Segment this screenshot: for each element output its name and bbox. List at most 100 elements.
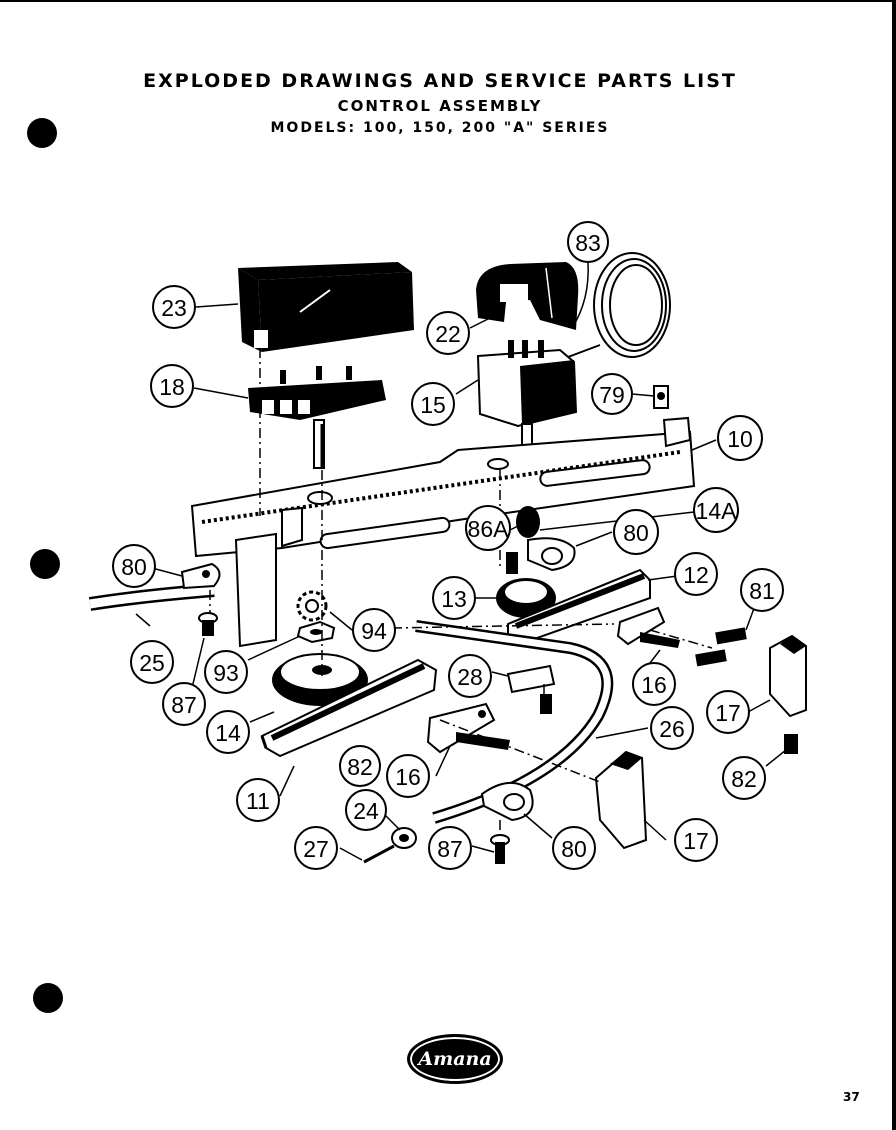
page-edge-right [892, 0, 896, 1130]
callout-label: 82 [731, 766, 757, 792]
part-clamp-80-left [180, 562, 221, 590]
models-line: MODELS: 100, 150, 200 "A" SERIES [270, 120, 610, 136]
callout-11: 11 [236, 778, 280, 822]
amana-logo: Amana [407, 1034, 503, 1084]
callout-label: 80 [561, 836, 587, 862]
callout-label: 14A [696, 498, 738, 524]
part-gear-14 [272, 653, 368, 706]
callout-14A: 14A [693, 487, 739, 533]
callout-label: 17 [683, 828, 709, 854]
callout-label: 81 [749, 578, 775, 604]
binder-hole-middle [30, 549, 60, 579]
callout-label: 86A [468, 516, 510, 542]
part-setscrew-82-right [784, 734, 798, 754]
callout-label: 13 [441, 586, 467, 612]
part-tube-25 [88, 583, 215, 611]
part-clamp-80-upper [527, 537, 576, 572]
callout-22: 22 [426, 311, 470, 355]
part-cover-23 [238, 262, 414, 352]
callout-26: 26 [650, 706, 694, 750]
callout-label: 82 [347, 754, 373, 780]
callout-label: 94 [361, 618, 387, 644]
callout-label: 93 [213, 660, 239, 686]
callout-label: 23 [161, 295, 187, 321]
callout-label: 16 [641, 672, 667, 698]
part-nut-93 [296, 620, 336, 644]
page-edge-top [0, 0, 896, 2]
callout-87-left: 87 [162, 682, 206, 726]
callout-81: 81 [740, 568, 784, 612]
callout-17-lower: 17 [674, 818, 718, 862]
part-screws-81 [695, 627, 747, 667]
part-bracket-16-lower [426, 702, 510, 754]
part-plate-28 [506, 664, 556, 714]
callout-label: 80 [623, 520, 649, 546]
callout-86A: 86A [465, 505, 511, 551]
callout-28: 28 [448, 654, 492, 698]
part-collar-24 [391, 827, 417, 849]
callout-label: 80 [121, 554, 147, 580]
callout-80-left: 80 [112, 544, 156, 588]
callout-label: 14 [215, 720, 241, 746]
callout-label: 26 [659, 716, 685, 742]
part-clamp-80-lower [480, 782, 534, 822]
callout-80-upper: 80 [613, 509, 659, 555]
part-pin-27 [363, 844, 395, 864]
callout-82-right: 82 [722, 756, 766, 800]
callout-16-upper: 16 [632, 662, 676, 706]
callout-79: 79 [591, 373, 633, 415]
callout-15: 15 [411, 382, 455, 426]
callout-label: 11 [246, 788, 270, 814]
part-collar-14A [516, 506, 540, 538]
binder-hole-bottom [33, 983, 63, 1013]
callout-12: 12 [674, 552, 718, 596]
callout-27: 27 [294, 826, 338, 870]
callout-label: 10 [727, 426, 753, 452]
callout-25: 25 [130, 640, 174, 684]
page-number: 37 [843, 1090, 860, 1104]
part-rack-11 [260, 658, 438, 758]
callout-label: 16 [395, 764, 421, 790]
callout-94: 94 [352, 608, 396, 652]
part-screw-87-left [198, 612, 218, 636]
binder-hole-top [27, 118, 57, 148]
callout-17-right: 17 [706, 690, 750, 734]
callout-label: 27 [303, 836, 329, 862]
callout-18: 18 [150, 364, 194, 408]
part-lockwasher-94 [296, 590, 328, 622]
leader-lines [135, 261, 787, 861]
callout-16-lower: 16 [386, 754, 430, 798]
callout-13: 13 [432, 576, 476, 620]
callout-label: 25 [139, 650, 165, 676]
part-bracket-16-upper [616, 606, 680, 648]
callout-80-lower: 80 [552, 826, 596, 870]
part-knob-17-right [769, 634, 807, 718]
callout-label: 83 [575, 230, 601, 256]
part-screw-87-lower [490, 834, 510, 864]
callout-83: 83 [567, 221, 609, 263]
part-cover-22 [476, 262, 579, 330]
callout-label: 24 [353, 798, 379, 824]
part-knob-17-lower [594, 750, 648, 850]
callout-label: 18 [159, 374, 185, 400]
part-switch-18 [248, 366, 386, 469]
callout-label: 87 [437, 836, 463, 862]
callout-label: 28 [457, 664, 483, 690]
callout-label: 17 [715, 700, 741, 726]
part-clip-79 [653, 385, 669, 409]
callout-label: 15 [420, 392, 446, 418]
amana-logo-text: Amana [418, 1048, 492, 1070]
callout-23: 23 [152, 285, 196, 329]
callout-10: 10 [717, 415, 763, 461]
part-bracket-10 [190, 416, 696, 648]
callout-label: 12 [683, 562, 709, 588]
callout-label: 79 [599, 382, 625, 408]
callout-24: 24 [345, 789, 387, 831]
callout-label: 22 [435, 321, 461, 347]
callout-label: 87 [171, 692, 197, 718]
callout-14: 14 [206, 710, 250, 754]
part-gear-13 [496, 552, 556, 618]
callout-93: 93 [204, 650, 248, 694]
callout-87-lower: 87 [428, 826, 472, 870]
